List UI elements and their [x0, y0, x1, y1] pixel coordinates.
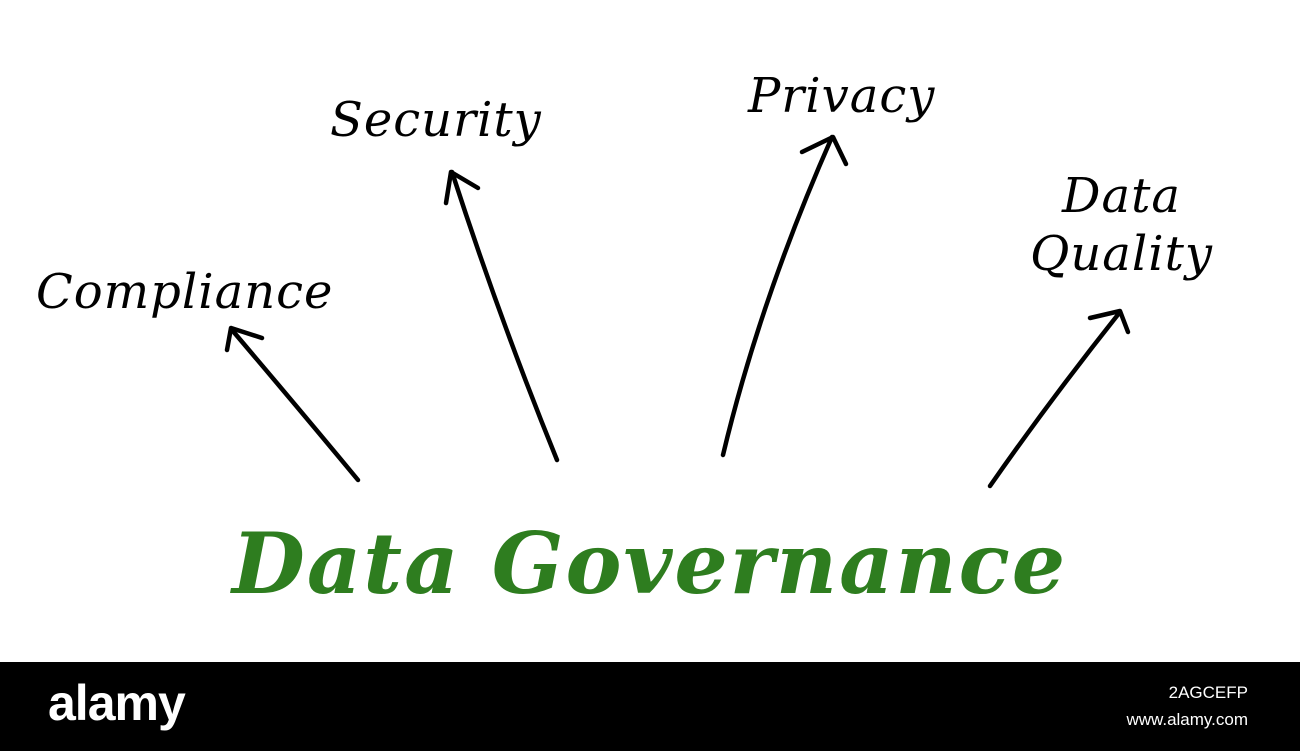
label-security: Security — [330, 92, 542, 148]
label-compliance: Compliance — [36, 264, 334, 320]
arrow-privacy — [720, 134, 849, 458]
watermark-footer: alamy 2AGCEFP www.alamy.com — [0, 662, 1300, 751]
arrow-security — [443, 169, 560, 463]
brand-logo: alamy — [48, 675, 186, 731]
arrows-layer — [224, 134, 1131, 489]
label-data-quality: Data Quality — [1030, 168, 1213, 283]
source-url: www.alamy.com — [1126, 710, 1248, 729]
image-id: 2AGCEFP — [1168, 683, 1248, 702]
diagram-title: Data Governance — [232, 514, 1068, 613]
diagram-canvas: Compliance Security Privacy Data Quality… — [36, 68, 1213, 613]
label-privacy: Privacy — [748, 68, 936, 124]
arrow-data-quality — [987, 308, 1131, 489]
label-data-quality-line2: Quality — [1030, 225, 1213, 282]
arrow-compliance — [224, 325, 361, 483]
label-data-quality-line1: Data — [1061, 168, 1181, 224]
